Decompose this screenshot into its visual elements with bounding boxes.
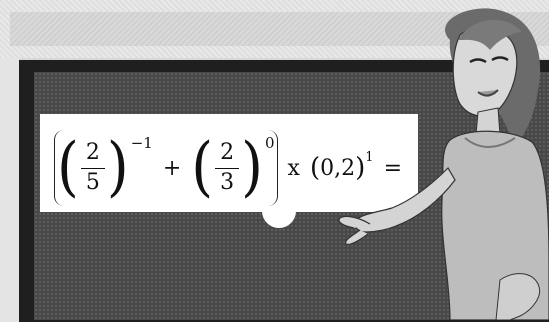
- lower-arm-shape: [495, 273, 540, 320]
- teacher-illustration: [338, 8, 549, 320]
- collar-shape: [464, 137, 516, 148]
- right-paren: ): [241, 130, 263, 205]
- arm-shape: [354, 167, 456, 233]
- left-paren: (: [191, 130, 214, 205]
- exponent-3: 1: [365, 150, 374, 165]
- math-equation: ( 2 5 ) −1 + ( 2 3 ) 0 x ( 0,2 ) 1 =: [54, 128, 414, 208]
- hair-fringe: [458, 19, 522, 50]
- left-paren: (: [57, 130, 79, 205]
- right-paren: ): [355, 153, 366, 183]
- mouth-shape: [477, 89, 499, 97]
- decimal-value: 0,2: [320, 155, 356, 181]
- left-paren: (: [309, 153, 321, 183]
- equation-card: [40, 114, 418, 212]
- times-operator: x: [287, 155, 300, 181]
- bracket-group: ( 2 5 ) −1 + ( 2 3 ) 0: [54, 130, 278, 206]
- fraction-1-numerator: 2: [85, 140, 100, 166]
- fraction-bar: [215, 167, 240, 169]
- equals-operator: =: [383, 155, 402, 181]
- fraction-2-numerator: 2: [220, 140, 235, 166]
- fraction-2: 2 3: [215, 140, 240, 195]
- hand-shape: [338, 215, 371, 245]
- eye-icon: [469, 58, 487, 64]
- fraction-2-denominator: 3: [220, 169, 235, 195]
- fraction-bar: [80, 167, 105, 169]
- fraction-1-denominator: 5: [85, 169, 100, 195]
- eye-icon: [491, 56, 509, 62]
- plus-operator: +: [162, 155, 182, 181]
- right-paren: ): [106, 130, 129, 205]
- exponent-1: −1: [130, 134, 153, 152]
- exponent-2: 0: [265, 134, 275, 152]
- fraction-1: 2 5: [80, 140, 105, 195]
